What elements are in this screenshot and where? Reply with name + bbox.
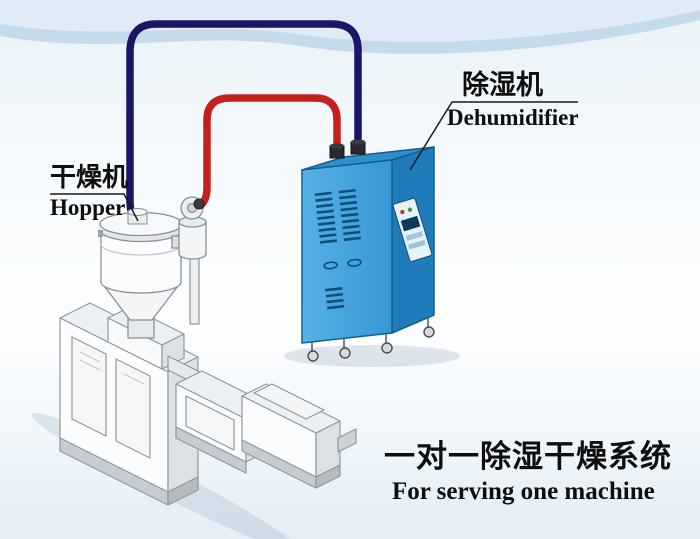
door-vent-line [123,373,145,385]
cabinet-front-face [301,159,393,344]
caption-en: For serving one machine [392,478,655,505]
loader-body [178,221,207,260]
extruder-machine [59,302,357,506]
gearbox-panel [185,395,235,451]
cabinet-outlet-flange [351,139,365,145]
return-air-hose [197,94,341,209]
casters [307,318,435,362]
hopper-label-en: Hopper [50,195,125,220]
hose-connectors [127,139,366,225]
door-vent-line [79,359,101,371]
headbox-lid [253,383,325,420]
dehumidifier-label-en: Dehumidifier [447,105,579,130]
caption-cn: 一对一除湿干燥系统 [384,439,672,475]
headbox-base-side [315,464,341,489]
loader-hose-elbow [193,198,205,210]
dehumidifier-leader-line [409,101,578,171]
power-indicator-icon [400,209,405,215]
dehumidifier-cabinet [301,146,435,362]
gearbox-base [175,426,247,474]
hopper-leader-line [50,193,139,222]
hopper-label-cn: 干燥机 [50,163,128,193]
panel-button [405,231,424,241]
panel-button [408,239,426,250]
cabinet-shadow [284,345,460,367]
machine-door-panel-1 [71,336,107,437]
door-vent-line [79,351,101,363]
extruder-die [337,428,357,453]
wave-band-front [0,0,700,42]
hopper-neck [127,317,155,339]
machine-base-side [167,476,199,506]
lid-clamp-left [98,230,103,237]
hopper-dryer [98,211,184,339]
cabinet-inlet-flange [330,143,344,149]
display-screen [400,215,421,232]
run-indicator-icon [407,207,413,212]
hopper-body [100,227,182,294]
louver-vents-icon [314,188,362,310]
machine-door-panel-2 [115,358,151,459]
control-panel [392,197,433,262]
dehumidifier-label-cn: 除湿机 [462,69,543,101]
feed-tube [189,257,200,325]
hopper-lid-port-cap [127,208,148,216]
